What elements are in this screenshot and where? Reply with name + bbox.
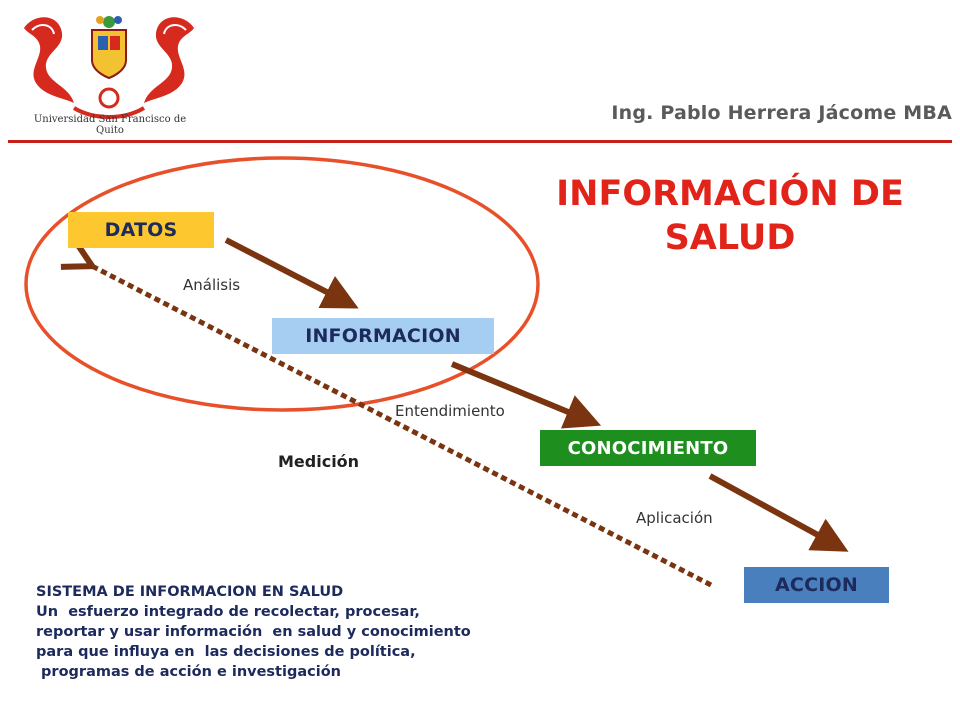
- highlight-ellipse: [24, 156, 540, 412]
- title-line-2: SALUD: [664, 218, 796, 258]
- arrow-informacion-to-conocimiento: [450, 361, 602, 429]
- definition-line: Un esfuerzo integrado de recolectar, pro…: [36, 604, 420, 620]
- definition-line: reportar y usar información en salud y c…: [36, 624, 471, 640]
- header-divider: [8, 140, 952, 143]
- informacion-box: INFORMACION: [272, 318, 494, 354]
- definition-heading: SISTEMA DE INFORMACION EN SALUD: [36, 584, 344, 600]
- author-name: Ing. Pablo Herrera Jácome MBA: [611, 102, 952, 124]
- page-title: INFORMACIÓN DE SALUD: [520, 172, 940, 260]
- definition-line: programas de acción e investigación: [36, 664, 341, 680]
- arrow-conocimiento-to-accion: [708, 473, 849, 552]
- arrow-medicion-feedback: [90, 265, 713, 588]
- logo-text: Universidad San Francisco de Quito: [33, 114, 187, 136]
- datos-box: DATOS: [68, 212, 214, 248]
- accion-box: ACCION: [744, 567, 889, 603]
- label-aplicacion: Aplicación: [636, 509, 713, 527]
- arrow-datos-to-informacion: [224, 237, 359, 309]
- label-entendimiento: Entendimiento: [395, 402, 505, 420]
- title-line-1: INFORMACIÓN DE: [556, 174, 904, 214]
- definition-line: para que influya en las decisiones de po…: [36, 644, 416, 660]
- label-analisis: Análisis: [183, 276, 241, 294]
- definition-block: SISTEMA DE INFORMACION EN SALUD Un esfue…: [36, 582, 596, 682]
- university-crest-icon: [24, 16, 194, 119]
- conocimiento-box: CONOCIMIENTO: [540, 430, 756, 466]
- label-medicion: Medición: [278, 452, 360, 471]
